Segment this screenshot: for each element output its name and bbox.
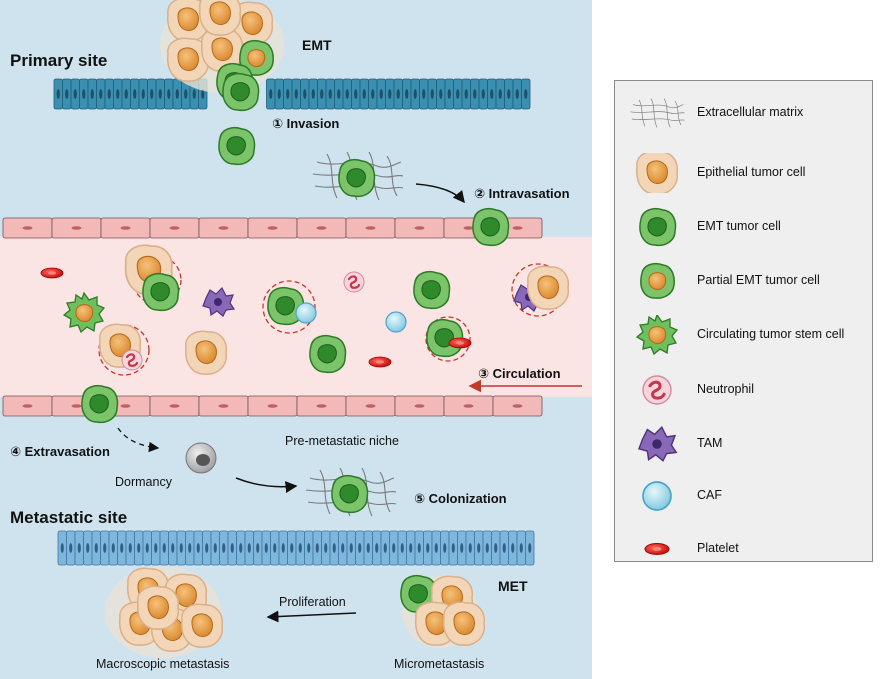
legend-item-platelet: Platelet (615, 529, 874, 569)
macroscopic-metastasis-cluster (105, 566, 224, 658)
legend-item-epithelial-tumor-cell: Epithelial tumor cell (615, 153, 874, 193)
legend-item-partial-emt-tumor-cell: Partial EMT tumor cell (615, 261, 874, 301)
legend-label: Neutrophil (697, 382, 754, 396)
invasion-label: ① Invasion (272, 116, 340, 131)
legend-label: Circulating tumor stem cell (697, 327, 845, 341)
tam-icon (638, 426, 677, 462)
metastasis-diagram (2, 0, 582, 658)
legend-item-neutrophil: Neutrophil (615, 370, 874, 410)
partial-emt-tumor-cell-icon (640, 262, 675, 299)
intravasated-emt-cell (472, 207, 510, 247)
legend-label: EMT tumor cell (697, 219, 781, 233)
vessel-wall-top (2, 217, 543, 239)
vessel-wall-bottom (2, 395, 543, 417)
circulating-cells (40, 244, 570, 376)
intravasating-emt-cell (338, 158, 376, 198)
primary-tumor-cluster (160, 0, 284, 112)
metastatic-epithelium (57, 530, 535, 566)
legend-item-tam: TAM (615, 424, 874, 464)
legend-label: Extracellular matrix (697, 105, 804, 119)
colonization-label: ⑤ Colonization (414, 491, 507, 506)
pre-metastatic-niche-label: Pre-metastatic niche (285, 434, 399, 448)
ecm-icon (630, 98, 685, 128)
circulation-label: ③ Circulation (478, 366, 561, 381)
primary-epithelium (53, 78, 531, 110)
dormant-cell (185, 442, 217, 474)
extravasating-emt-cell (81, 384, 119, 424)
circulating-tumor-stem-cell-icon (636, 315, 678, 355)
intravasation-label: ② Intravasation (474, 186, 570, 201)
proliferation-label: Proliferation (279, 595, 346, 609)
legend-item-extracellular-matrix: Extracellular matrix (615, 93, 874, 133)
epithelial-tumor-cell-icon (635, 153, 679, 193)
legend-label: Partial EMT tumor cell (697, 273, 820, 287)
legend-item-circulating-tumor-stem-cell: Circulating tumor stem cell (615, 315, 874, 355)
legend-item-emt-tumor-cell: EMT tumor cell (615, 207, 874, 247)
platelet-icon (644, 542, 670, 556)
primary-site-label: Primary site (10, 51, 108, 70)
dormancy-label: Dormancy (115, 475, 172, 489)
emt-tumor-cell-icon (639, 207, 677, 247)
legend: Extracellular matrix Epithelial tumor ce… (614, 80, 873, 562)
micrometastasis-cluster (400, 574, 486, 648)
extravasation-label: ④ Extravasation (10, 444, 110, 459)
legend-item-caf: CAF (615, 476, 874, 516)
micrometastasis-label: Micrometastasis (394, 657, 485, 671)
caf-icon (642, 481, 672, 511)
invading-emt-cell (218, 126, 256, 166)
legend-label: CAF (697, 488, 722, 502)
legend-label: Platelet (697, 541, 739, 555)
metastatic-site-label: Metastatic site (10, 508, 128, 527)
legend-label: Epithelial tumor cell (697, 165, 806, 179)
colonizing-emt-cell (331, 474, 369, 514)
legend-label: TAM (697, 436, 723, 450)
emt-label: EMT (302, 37, 332, 53)
macroscopic-metastasis-label: Macroscopic metastasis (96, 657, 230, 671)
neutrophil-icon (641, 374, 673, 406)
met-label: MET (498, 578, 528, 594)
